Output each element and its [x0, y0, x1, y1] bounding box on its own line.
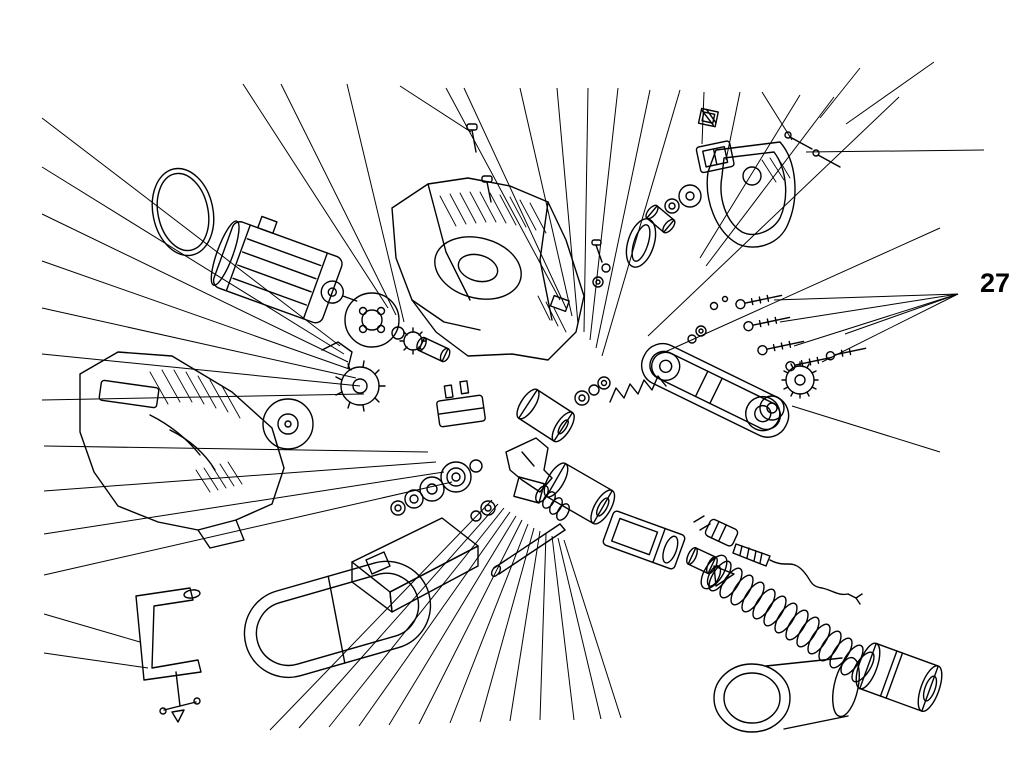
cover-screws [784, 131, 841, 168]
side-cover [706, 141, 796, 248]
belt-pulley [759, 395, 785, 421]
hose-adapter [713, 656, 860, 733]
eccentric-cam [645, 184, 702, 234]
washer-set [574, 376, 611, 406]
hose-cuff [855, 642, 943, 713]
base-plate [640, 342, 790, 438]
fork-bracket [505, 437, 553, 504]
sanding-belt [243, 560, 432, 679]
drive-pulley [262, 398, 314, 450]
motor [210, 215, 358, 324]
carbon-brush [697, 107, 719, 128]
terminal-block [436, 380, 486, 428]
drive-gear-icon [781, 361, 819, 399]
cam-gear-icon [321, 341, 386, 412]
housing-screws [466, 123, 611, 288]
screw-set-27 [687, 294, 867, 372]
front-housing [79, 351, 285, 549]
bearing-set [390, 459, 496, 522]
leader-lines [41, 61, 985, 731]
coupling-sleeve [416, 336, 451, 363]
drive-belt [625, 218, 657, 268]
fan-plate [344, 292, 405, 348]
rear-roller [543, 462, 616, 525]
spring [609, 375, 667, 403]
power-cord [693, 515, 863, 605]
front-roller [516, 388, 575, 443]
bench-clamp [135, 587, 202, 723]
o-ring [151, 167, 215, 257]
switch [695, 140, 735, 174]
part-number-label: 27 [980, 268, 1010, 298]
dust-tray [351, 517, 479, 613]
axle-rod [490, 523, 566, 578]
roller-bracket [602, 510, 686, 570]
dust-hose [700, 554, 875, 683]
